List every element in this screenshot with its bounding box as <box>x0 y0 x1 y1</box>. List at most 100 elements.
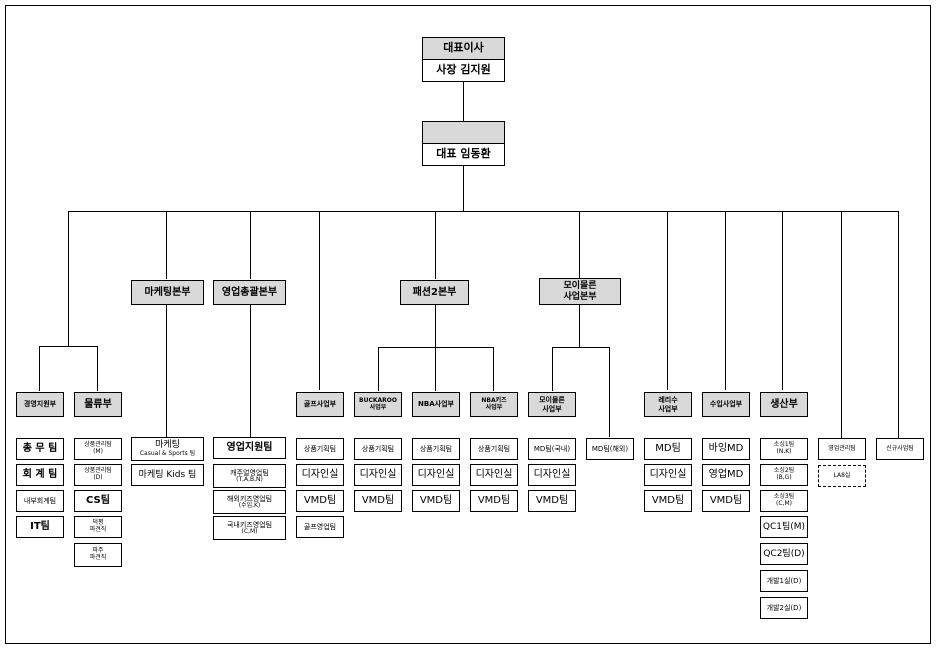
marketing-division: 마케팅본부 <box>131 280 204 305</box>
team-label: QC1팀(M) <box>762 521 806 532</box>
ceo-name-box: 사장 김지원 <box>422 59 505 82</box>
team-sourcing-3: 소싱3팀(C,M) <box>760 490 808 512</box>
mgmt-dept-label: 경영지원부 <box>23 400 57 409</box>
team-label: 내부회계팀 <box>23 496 57 505</box>
team-general-affairs: 총 무 팀 <box>16 438 64 460</box>
team-label: 디자인실 <box>359 469 397 481</box>
sales-mgmt-dept: 영업관리팀 <box>818 438 866 460</box>
buckaroo-dept-label-2: 사업부 <box>369 403 387 411</box>
team-sublabel: (B,G) <box>776 474 792 481</box>
team-sublabel: (D) <box>93 474 103 481</box>
team-cs: CS팀 <box>74 490 122 512</box>
golf-dept: 골프사업부 <box>296 392 344 417</box>
team-label: 디자인실 <box>301 469 339 481</box>
team-casual-sales: 캐주얼영업팀(T,A,B,N) <box>213 464 286 488</box>
team-label: 캐주얼영업팀 <box>230 468 269 477</box>
fashion2-division: 패션2본부 <box>400 280 469 305</box>
team-label: 총 무 팀 <box>22 443 58 455</box>
ceo-title-box: 대표이사 <box>422 37 505 60</box>
team-dev-2: 개발2실(D) <box>760 597 808 619</box>
team-it: IT팀 <box>16 516 64 538</box>
team-nbakids-design: 디자인실 <box>470 464 518 486</box>
team-nbakids-vmd: VMD팀 <box>470 490 518 512</box>
ceo2-title-box <box>422 121 505 144</box>
team-label: CS팀 <box>86 495 110 507</box>
nbakids-dept-label-2: 사업부 <box>485 403 503 411</box>
moi-overseas-label: MD팀(해외) <box>591 444 629 453</box>
team-label: 덕평 <box>92 519 104 527</box>
team-label: QC2팀(D) <box>763 548 805 559</box>
team-label: VMD팀 <box>303 495 337 507</box>
team-internal-accounting: 내부회계팀 <box>16 490 64 512</box>
team-label: 골프영업팀 <box>303 522 337 531</box>
team-label: 디자인실 <box>417 469 455 481</box>
team-nba-design: 디자인실 <box>412 464 460 486</box>
team-label: VMD팀 <box>709 495 743 507</box>
sales-mgmt-label: 영업관리팀 <box>828 444 856 452</box>
team-label: VMD팀 <box>651 495 685 507</box>
marketing-division-label: 마케팅본부 <box>144 286 191 298</box>
moi-division-label-2: 사업본부 <box>563 291 597 302</box>
la8-team: LA8실 <box>818 465 866 487</box>
team-moi-md-domestic: MD팀(국내) <box>528 438 576 460</box>
team-golf-vmd: VMD팀 <box>296 490 344 512</box>
team-product-mgmt-d: 상품관리팀(D) <box>74 464 122 486</box>
team-label: 디자인실 <box>533 469 571 481</box>
team-renoma-md: MD팀 <box>644 438 692 460</box>
team-label: 국내키즈영업팀 <box>226 520 273 529</box>
team-label: 소싱3팀 <box>773 493 795 501</box>
team-product-mgmt-m: 상품관리팀(M) <box>74 438 122 460</box>
nbakids-dept-label-1: NBA키즈 <box>481 396 507 404</box>
team-sales-support: 영업지원팀 <box>213 437 286 459</box>
import-dept-label: 수입사업부 <box>709 400 743 409</box>
team-nba-planning: 상품기획팀 <box>412 438 460 460</box>
buckaroo-dept-label-1: BUCKAROO <box>359 396 397 404</box>
team-moi-design: 디자인실 <box>528 464 576 486</box>
team-label: MD팀 <box>655 443 681 455</box>
logistics-dept-label: 물류부 <box>84 398 112 410</box>
team-sourcing-1: 소싱1팀(N,K) <box>760 438 808 460</box>
team-renoma-design: 디자인실 <box>644 464 692 486</box>
production-dept-label: 생산부 <box>770 398 798 410</box>
team-label: 해외키즈영업팀 <box>226 494 273 503</box>
team-renoma-vmd: VMD팀 <box>644 490 692 512</box>
team-label: 개발2실(D) <box>766 603 802 612</box>
team-golf-planning: 상품기획팀 <box>296 438 344 460</box>
fashion2-division-label: 패션2본부 <box>412 286 457 298</box>
moi-overseas-dept: MD팀(해외) <box>586 438 634 460</box>
moi-dept-label-2: 사업부 <box>542 404 562 413</box>
team-sublabel: 파견직 <box>89 554 107 561</box>
team-nba-vmd: VMD팀 <box>412 490 460 512</box>
ceo2-name-box: 대표 임동환 <box>422 143 505 166</box>
team-label: 디자인실 <box>649 469 687 481</box>
logistics-dept: 물류부 <box>74 392 122 417</box>
team-overseas-kids-sales: 해외키즈영업팀(수입,K) <box>213 490 286 514</box>
team-sublabel: (수입,K) <box>238 501 261 509</box>
team-import-buying-md: 바잉MD <box>702 438 750 460</box>
team-label: VMD팀 <box>477 495 511 507</box>
team-label: 디자인실 <box>475 469 513 481</box>
team-label: 바잉MD <box>708 443 744 455</box>
team-sublabel: 파견직 <box>89 526 107 533</box>
sales-division: 영업총괄본부 <box>213 280 286 305</box>
team-accounting: 회 계 팀 <box>16 464 64 486</box>
la8-team-label: LA8실 <box>833 471 851 479</box>
golf-dept-label: 골프사업부 <box>303 400 337 409</box>
team-buckaroo-design: 디자인실 <box>354 464 402 486</box>
team-golf-design: 디자인실 <box>296 464 344 486</box>
team-label: 회 계 팀 <box>22 469 58 481</box>
production-dept: 생산부 <box>760 392 808 417</box>
team-import-vmd: VMD팀 <box>702 490 750 512</box>
team-sublabel: (C,M) <box>241 527 258 535</box>
team-marketing-kids: 마케팅 Kids 팀 <box>131 464 204 486</box>
team-label: 소싱2팀 <box>773 467 795 475</box>
team-label: 영업MD <box>708 469 744 481</box>
